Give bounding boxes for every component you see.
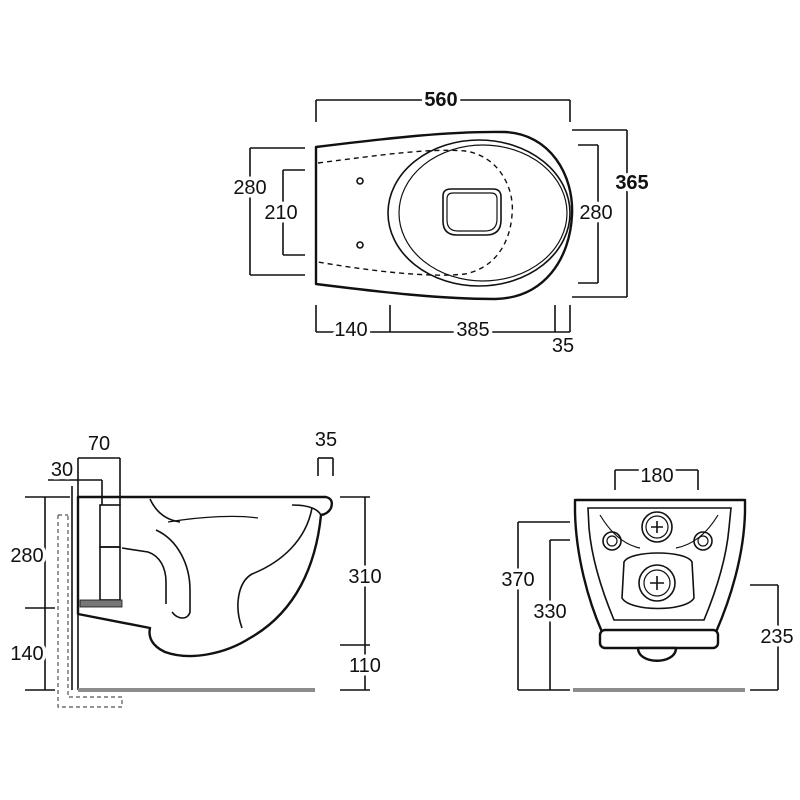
dimension-left-inner-210: 210 [261,169,305,256]
dimension-label: 370 [501,569,534,591]
dimension-label: 310 [348,566,381,588]
dimension-label: 140 [334,319,367,341]
bowl-front-inner [237,507,313,629]
dimension-left-chain: 280 140 [7,496,70,691]
outlet-boss [621,552,695,610]
rim-inner-line [291,504,322,516]
fixing-hole-lower [356,241,364,249]
dimension-top-560: 560 [315,86,571,122]
dimension-top-left-30: 30 [47,456,103,505]
dimension-label: 35 [552,335,574,357]
seat-ring-outer [387,139,571,287]
dimension-label: 180 [640,465,673,487]
dimension-left-inner-330: 330 [530,539,570,690]
side-view-dimensions: 70 30 35 280 140 31 [7,426,385,691]
dimension-label: 110 [349,655,381,677]
dimension-top-left-70: 70 [77,430,121,505]
outlet-centre-mark [650,576,664,590]
dimension-label: 35 [315,429,337,451]
outlet-hole-inner [643,569,671,597]
dimension-right-235: 235 [750,584,797,691]
dimension-top-right-35: 35 [311,426,341,476]
bowl-water-line [167,515,259,523]
dimension-bottom-chain: 140 385 35 [315,305,578,361]
mounting-plate [79,599,123,608]
front-view [573,498,747,692]
inlet-centre-mark [651,521,663,533]
dimension-top-180: 180 [614,462,699,491]
trap-inner-curve [155,529,191,619]
fixing-hole-right-outer [693,531,713,551]
inlet-hole-inner [645,515,669,539]
hidden-bowl-line [317,149,514,276]
trap-outer-curve [121,547,167,604]
dimension-right-inner-280: 280 [576,144,616,284]
dimension-label: 30 [51,459,73,481]
inlet-hole-outer [641,511,673,543]
dimension-right-outer-365: 365 [572,129,652,298]
dimension-label: 140 [10,643,43,665]
pan-inner-outline [587,507,732,621]
dimension-label: 385 [456,319,489,341]
top-view-dimensions: 560 280 210 280 365 [230,86,652,361]
dimension-label: 330 [533,601,566,623]
dimension-left-outer-280: 280 [230,147,305,276]
seat-ring-inner [398,144,568,282]
fixing-hole-right-inner [697,535,709,547]
outlet-hole-outer [638,564,676,602]
fixing-hole-upper [356,177,364,185]
pan-inner-detail-left [599,514,641,549]
dimension-right-chain: 310 110 [340,496,385,691]
dimension-label: 210 [264,202,297,224]
dimension-label: 280 [579,202,612,224]
fixing-hole-left-inner [606,535,618,547]
outlet-opening-inner [446,192,498,232]
fixing-hole-left-outer [602,531,622,551]
dimension-label: 235 [760,626,793,648]
base-ledge [598,628,720,650]
pan-outline-side [76,495,334,658]
dimension-label: 365 [615,172,648,194]
outlet-opening [442,188,502,236]
outlet-stub [636,646,678,662]
dimension-label: 560 [424,89,457,111]
dimension-label: 280 [233,177,266,199]
concealed-frame-outline [57,514,123,708]
side-view [57,486,334,708]
dimension-label: 280 [10,545,43,567]
dimension-left-outer-370: 370 [498,521,570,691]
front-view-dimensions: 180 370 330 235 [498,462,797,691]
dimension-label: 70 [88,433,110,455]
pan-outline-top [314,130,574,301]
top-view [314,130,574,301]
bowl-back-line [149,498,181,523]
